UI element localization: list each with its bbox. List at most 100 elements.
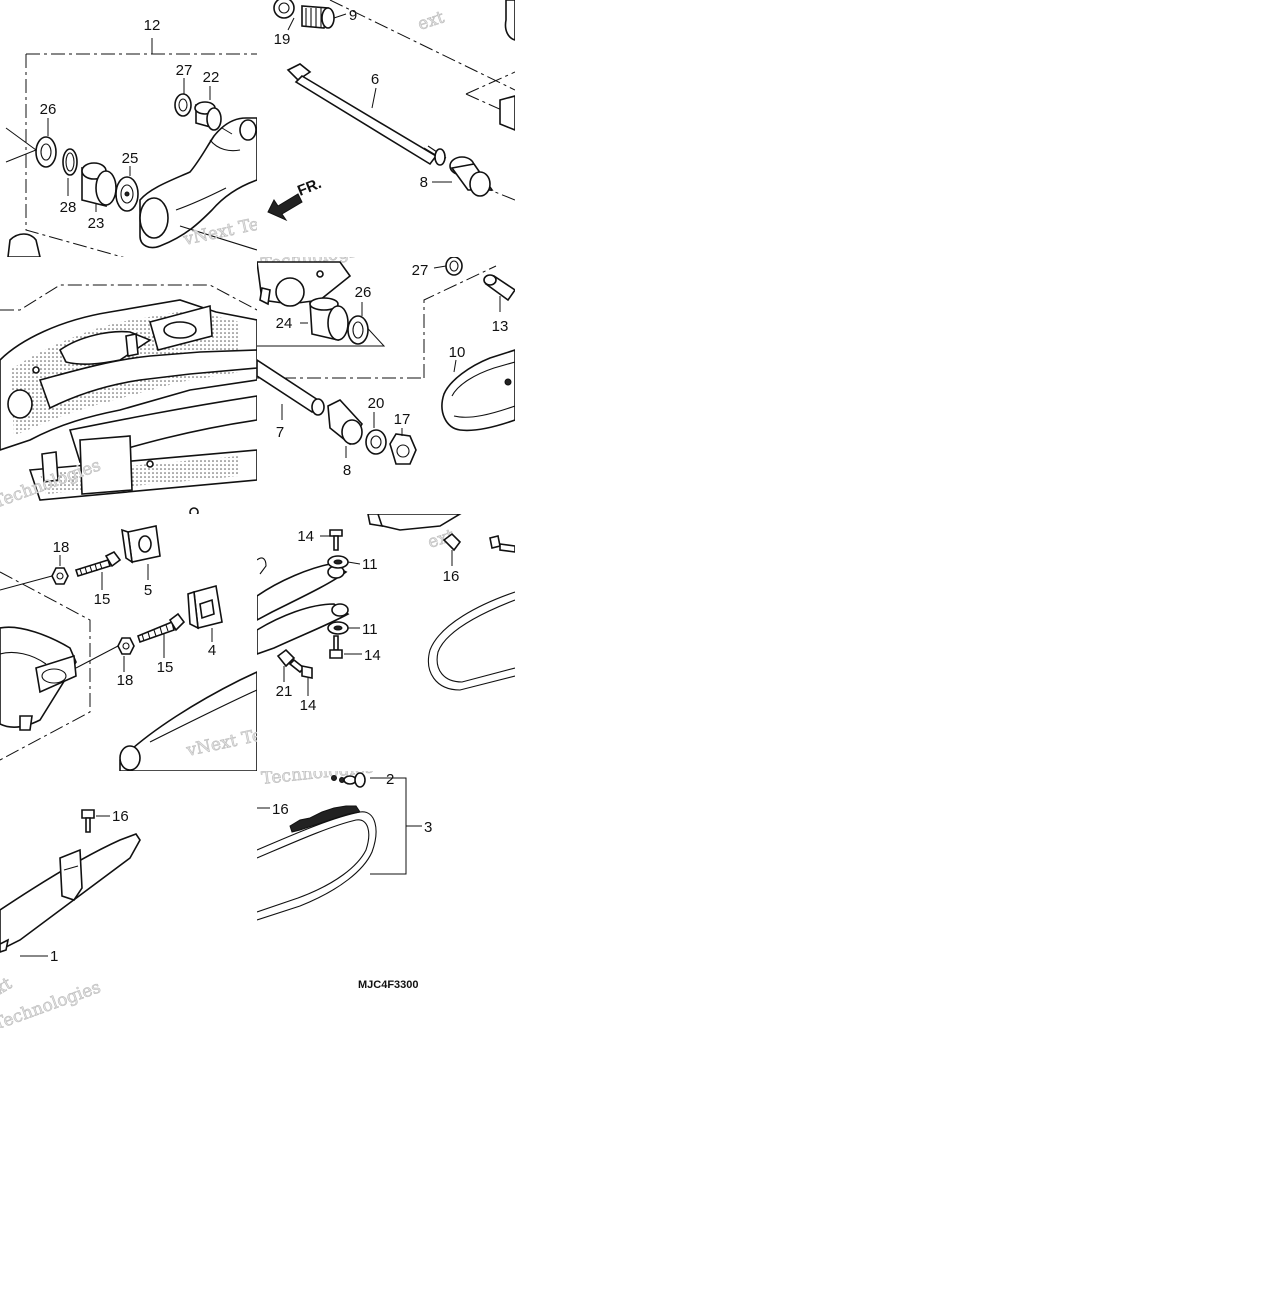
swingarm-main	[0, 299, 257, 514]
collar-13	[483, 274, 515, 302]
tile-drive-chain: Technologies	[257, 771, 422, 921]
pivot-shaft-6	[286, 63, 447, 166]
callout-14: 14	[297, 528, 314, 545]
front-direction-arrow	[267, 193, 303, 222]
callout-10: 10	[449, 344, 466, 361]
spring-9	[301, 5, 335, 29]
callout-27: 27	[412, 262, 429, 279]
callout-11: 11	[362, 556, 378, 573]
callout-26: 26	[40, 101, 57, 118]
bolt-16-upper	[442, 532, 515, 553]
circlip-28	[62, 148, 78, 176]
seal-27	[174, 93, 192, 117]
tile-guard-mounting: ext	[257, 514, 515, 696]
tile7-labels: 16 1	[50, 808, 129, 965]
collar-8-left	[327, 399, 363, 446]
callout-28: 28	[60, 199, 77, 216]
seal-26	[35, 136, 57, 168]
callout-8: 8	[343, 462, 351, 479]
callout-15: 15	[157, 659, 174, 676]
bolt-14-top	[329, 529, 343, 551]
collar-21	[276, 648, 296, 668]
adjuster-plate-4	[187, 584, 223, 630]
callout-5: 5	[144, 582, 152, 599]
tile-swingarm-body: Technologies	[0, 284, 257, 514]
tile4-labels: 27 26 24 13 10 7 20 17 8	[276, 262, 509, 479]
callout-11: 11	[362, 621, 378, 638]
collar-11-top	[327, 555, 349, 569]
watermark: ext	[415, 7, 447, 34]
callout-13: 13	[492, 318, 509, 335]
collar-8	[449, 156, 494, 197]
callout-18: 18	[117, 672, 134, 689]
bearing-23	[81, 162, 117, 208]
callout-15: 15	[94, 591, 111, 608]
nut-17	[389, 433, 417, 465]
drive-chain-3	[257, 805, 377, 921]
collar-19	[273, 0, 295, 19]
bolt-16-guard	[81, 809, 95, 833]
callout-19: 19	[274, 31, 291, 48]
tile8-labels: 2 16 3 MJC4F3300	[272, 771, 432, 991]
callout-3: 3	[424, 819, 432, 836]
callout-21: 21	[276, 683, 293, 700]
callout-27: 27	[176, 62, 193, 79]
diagram-code: MJC4F3300	[358, 979, 419, 991]
callout-22: 22	[203, 69, 220, 86]
washer-20	[365, 429, 387, 455]
guard-bracket	[257, 557, 350, 655]
watermark: Technologies	[0, 977, 103, 1034]
front-direction-label: FR.	[295, 175, 324, 200]
collar-11-lower	[327, 621, 349, 635]
callout-14: 14	[300, 697, 317, 714]
nut-18-lower	[117, 637, 135, 655]
tile-chain-adjusters: vNext Tec	[0, 525, 257, 771]
chain-guard-1	[0, 833, 141, 953]
callout-4: 4	[208, 642, 216, 659]
tile1-labels: 12 27 22 26 25 28 23	[40, 17, 220, 232]
callout-12: 12	[144, 17, 161, 34]
bolt-14-lower	[329, 635, 343, 659]
drive-chain-loop	[428, 591, 515, 691]
callout-8: 8	[420, 174, 428, 191]
tile5-labels: 18 15 5 4 18 15	[53, 539, 217, 689]
callout-23: 23	[88, 215, 105, 232]
callout-7: 7	[276, 424, 284, 441]
swingarm-rear-end	[0, 626, 77, 731]
callout-26: 26	[355, 284, 372, 301]
bushing-22	[194, 101, 222, 131]
callout-16: 16	[443, 568, 460, 585]
callout-2: 2	[386, 771, 394, 788]
callout-20: 20	[368, 395, 385, 412]
callout-25: 25	[122, 150, 139, 167]
callout-6: 6	[371, 71, 379, 88]
tile-left-pivot: Technologies	[257, 257, 515, 465]
callout-16: 16	[272, 801, 289, 818]
swingarm-pivot-body	[139, 117, 257, 251]
swingarm-lower-right	[119, 671, 257, 771]
callout-9: 9	[349, 7, 357, 24]
callout-17: 17	[394, 411, 411, 428]
watermark: ext	[0, 974, 16, 1005]
callout-24: 24	[276, 315, 293, 332]
bolt-15-lower	[137, 612, 186, 644]
tile6-labels: 14 11 16 11 14 21 14	[276, 528, 460, 714]
callout-14: 14	[364, 647, 381, 664]
bolt-14-bottom	[288, 658, 313, 679]
chain-joint-2	[331, 772, 366, 788]
tile-chain-guard: ext Technologies	[0, 809, 141, 1034]
seal-27-left	[445, 257, 463, 276]
swingarm-left-end	[257, 261, 352, 307]
bearing-24	[309, 297, 349, 342]
bearing-25	[115, 176, 139, 212]
callout-16: 16	[112, 808, 129, 825]
adjuster-plate-5	[121, 525, 161, 564]
spacer-7	[257, 359, 325, 416]
callout-18: 18	[53, 539, 70, 556]
callout-1: 1	[50, 948, 58, 965]
bolt-15-upper	[74, 550, 122, 577]
seal-26-left	[347, 315, 369, 345]
nut-18-upper	[51, 567, 69, 585]
